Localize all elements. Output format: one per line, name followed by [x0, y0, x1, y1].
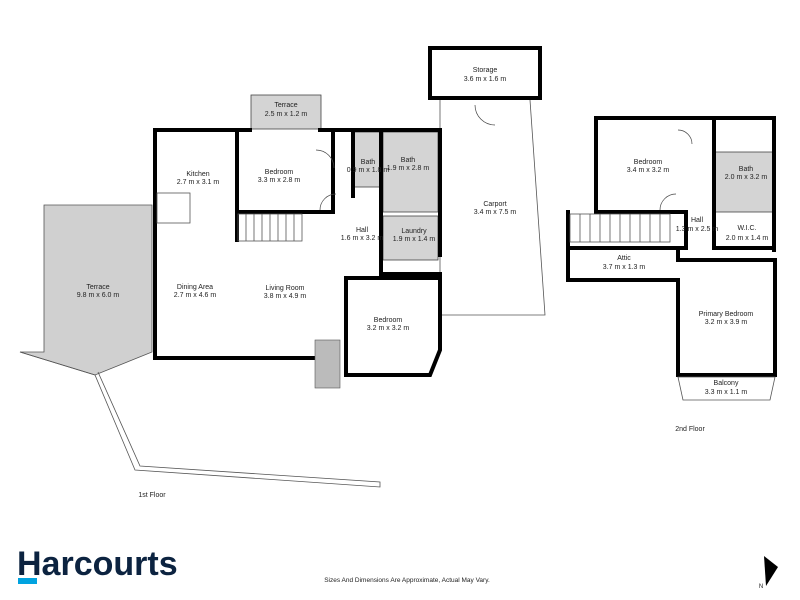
north-arrow-icon	[764, 556, 778, 586]
living-size: 3.8 m x 4.9 m	[264, 293, 307, 300]
second-floor-label: 2nd Floor	[675, 426, 705, 433]
bedroom2-label: Bedroom	[374, 317, 403, 324]
north-label: N	[759, 584, 763, 590]
bath1-label: Bath	[401, 157, 416, 164]
attic-label: Attic	[617, 255, 631, 262]
bath-area	[382, 131, 439, 213]
kitchen-label: Kitchen	[186, 171, 209, 178]
bath-2nd-size: 2.0 m x 3.2 m	[725, 174, 768, 181]
bedroom-2nd-size: 3.4 m x 3.2 m	[627, 167, 670, 174]
disclaimer-text: Sizes And Dimensions Are Approximate, Ac…	[324, 577, 490, 584]
terrace-small-area	[250, 94, 322, 130]
laundry-size: 1.9 m x 1.4 m	[393, 236, 436, 243]
entry-step	[314, 339, 341, 389]
terrace-small-label: Terrace	[274, 102, 297, 109]
walls-2nd-floor	[566, 116, 777, 377]
balcony-outline	[677, 376, 776, 401]
bath-small-size: 0.9 m x 1.8 m	[347, 167, 390, 174]
dining-size: 2.7 m x 4.6 m	[174, 292, 217, 299]
primary-bedroom-label: Primary Bedroom	[699, 311, 754, 318]
hall-2nd-size: 1.3 m x 2.5 m	[676, 226, 719, 233]
carport-label: Carport	[483, 201, 506, 208]
storage-label: Storage	[473, 67, 498, 74]
terrace-edge	[19, 351, 381, 488]
terrace-large-label: Terrace	[86, 284, 109, 291]
hall-label: Hall	[356, 227, 369, 234]
bath-small-label: Bath	[361, 159, 376, 166]
laundry-area	[382, 215, 439, 261]
storage-size: 3.6 m x 1.6 m	[464, 76, 507, 83]
living-label: Living Room	[266, 285, 305, 292]
primary-bedroom-size: 3.2 m x 3.9 m	[705, 319, 748, 326]
door-swings	[315, 104, 693, 211]
kitchen-island	[156, 192, 191, 224]
balcony-size: 3.3 m x 1.1 m	[705, 389, 748, 396]
bedroom1-label: Bedroom	[265, 169, 294, 176]
balcony-label: Balcony	[714, 380, 739, 387]
walls-1st-interior	[153, 128, 442, 377]
storage-walls	[428, 46, 542, 100]
carport-size: 3.4 m x 7.5 m	[474, 209, 517, 216]
wic-label: W.I.C.	[737, 225, 756, 232]
harcourts-logo: Harcourts	[17, 545, 178, 583]
bath1-size: 1.9 m x 2.8 m	[387, 165, 430, 172]
logo-accent-bar	[18, 578, 37, 584]
kitchen-size: 2.7 m x 3.1 m	[177, 179, 220, 186]
dining-label: Dining Area	[177, 284, 213, 291]
hall-2nd-label: Hall	[691, 217, 704, 224]
wic-size: 2.0 m x 1.4 m	[726, 235, 769, 242]
bath-2nd-label: Bath	[739, 166, 754, 173]
terrace-large-size: 9.8 m x 6.0 m	[77, 292, 120, 299]
terrace-small-size: 2.5 m x 1.2 m	[265, 111, 308, 118]
hall-size: 1.6 m x 3.2 m	[341, 235, 384, 242]
attic-size: 3.7 m x 1.3 m	[603, 264, 646, 271]
laundry-label: Laundry	[401, 228, 427, 235]
bedroom-2nd-label: Bedroom	[634, 159, 663, 166]
first-floor-label: 1st Floor	[138, 492, 166, 499]
bedroom1-size: 3.3 m x 2.8 m	[258, 177, 301, 184]
bath-2nd-area	[713, 151, 775, 213]
bedroom2-size: 3.2 m x 3.2 m	[367, 325, 410, 332]
